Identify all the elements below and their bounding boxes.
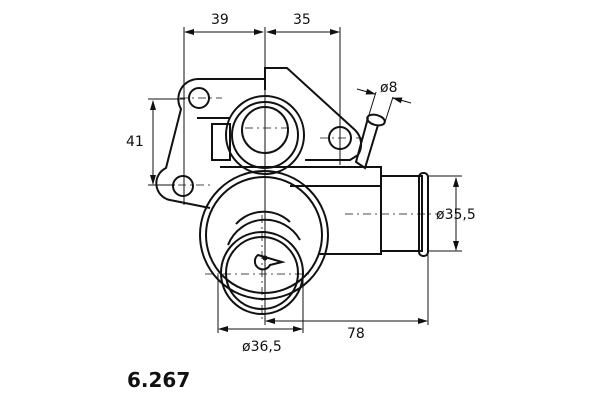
part-number: 6.267 (127, 368, 190, 392)
dim-label-39: 39 (211, 12, 229, 28)
dim-label-bypass-diameter: ø8 (380, 80, 397, 96)
dim-label-41: 41 (126, 134, 144, 150)
dim-label-inlet-diameter: ø36,5 (242, 339, 282, 355)
dim-label-outlet-diameter: ø35,5 (436, 207, 476, 223)
dim-label-78: 78 (347, 326, 365, 342)
dimension-lines (150, 29, 459, 332)
thermostat-housing (155, 67, 440, 320)
extension-lines (148, 27, 462, 333)
dim-label-35: 35 (293, 12, 311, 28)
mounting-hole (172, 175, 194, 197)
mounting-hole (188, 87, 210, 109)
